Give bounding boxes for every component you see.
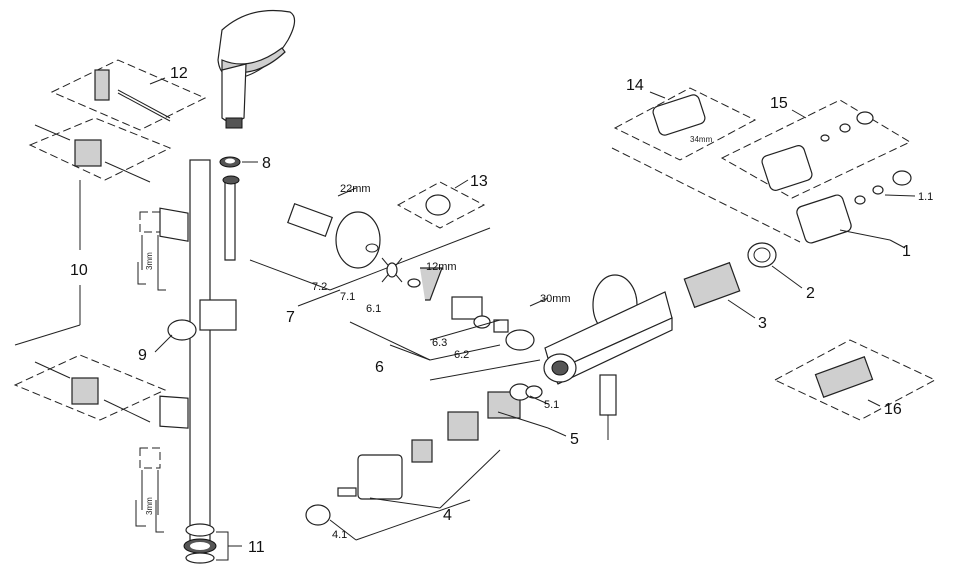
group-14: 34mm 14 — [613, 77, 757, 161]
label-1: 1 — [902, 243, 911, 260]
label-6: 6 — [375, 359, 384, 376]
group-12: 12 — [50, 59, 207, 131]
label-4-1: 4.1 — [332, 529, 347, 541]
label-11: 11 — [248, 539, 265, 556]
label-6-2: 6.2 — [454, 349, 469, 361]
group-3: 3 — [683, 261, 767, 332]
label-6-3: 6.3 — [432, 337, 447, 349]
shower-rail-9: 9 — [138, 159, 240, 551]
label-5: 5 — [570, 431, 579, 448]
label-7: 7 — [286, 309, 295, 326]
group-10: 10 3mm 3mm — [13, 117, 172, 533]
label-3: 3 — [758, 315, 767, 332]
group-5: 5.1 5 — [487, 383, 579, 448]
label-14: 14 — [626, 77, 644, 94]
group-13: 13 — [396, 173, 488, 229]
dim-12mm: 12mm — [426, 261, 457, 273]
label-6-1: 6.1 — [366, 303, 381, 315]
rings-11: 11 — [183, 523, 265, 564]
dim-3mm-top: 3mm — [145, 252, 154, 270]
group-1: 1.1 1 — [796, 170, 933, 260]
dim-3mm-bottom: 3mm — [145, 497, 154, 515]
mixer-body — [543, 274, 673, 440]
label-9: 9 — [138, 347, 147, 364]
group-16: 16 — [773, 339, 937, 421]
label-15: 15 — [770, 95, 788, 112]
label-5-1: 5.1 — [544, 399, 559, 411]
label-8: 8 — [262, 155, 271, 172]
label-13: 13 — [470, 173, 488, 190]
label-7-1: 7.1 — [340, 291, 355, 303]
label-10: 10 — [70, 262, 88, 279]
dim-22mm: 22mm — [340, 183, 371, 195]
group-4: 4 4.1 — [305, 411, 501, 541]
group-6: 12mm 30mm 6 6.1 6.3 6.2 — [349, 261, 571, 381]
label-2: 2 — [806, 285, 815, 302]
label-7-2: 7.2 — [312, 281, 327, 293]
group-2: 2 — [747, 242, 815, 302]
guide-line — [611, 147, 801, 243]
label-16: 16 — [884, 401, 902, 418]
group-15: 15 — [720, 95, 912, 199]
washer-8: 8 — [219, 155, 271, 172]
dim-34mm: 34mm — [690, 135, 713, 144]
label-12: 12 — [170, 65, 188, 82]
hand-shower — [217, 9, 296, 129]
dim-30mm: 30mm — [540, 293, 571, 305]
label-1-1: 1.1 — [918, 191, 933, 203]
label-4: 4 — [443, 507, 452, 524]
group-7: 22mm 7 7.2 7.1 — [249, 183, 491, 326]
